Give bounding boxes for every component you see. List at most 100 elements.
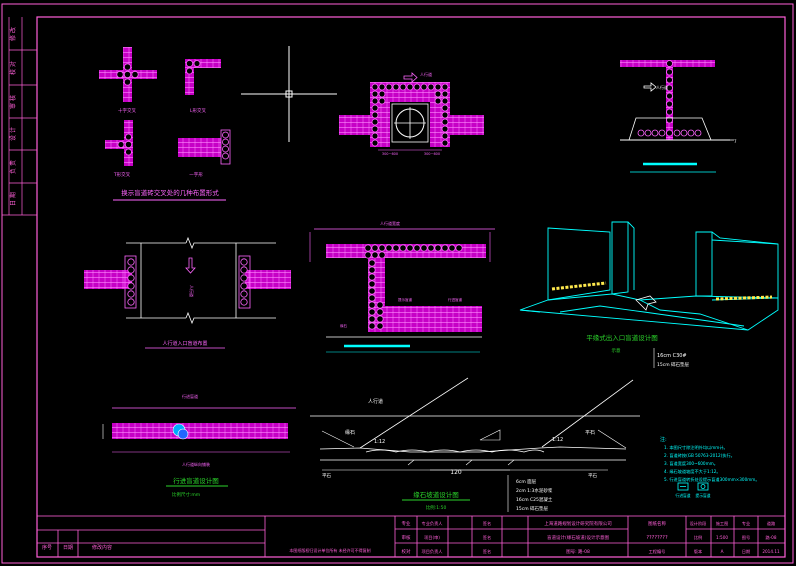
tb-r1-1: 专业负责人 — [422, 520, 444, 527]
detail-scale: 比例尺寸:mm — [172, 491, 200, 498]
perspective-arrow-icon — [635, 295, 657, 311]
t-label: T形交叉 — [113, 171, 131, 178]
ramp-sidewalk: 人行道 — [368, 398, 383, 405]
ramp-layer2: 2cm 1:3水泥砂浆 — [516, 487, 553, 494]
tb-note: 本图纸版权归设计单位所有 未经许可不得复制 — [289, 547, 370, 553]
notes-title: 注: — [660, 436, 667, 443]
tb-r3-7: 日期 — [742, 549, 750, 555]
tb-r1-8: 道路 — [767, 520, 776, 527]
tb-r1-7: 专业 — [742, 520, 750, 527]
tb-r2-4: ???????? — [646, 535, 668, 541]
tb-r2-5: 比例 — [694, 534, 702, 541]
tb-r2-2: 签名 — [483, 534, 491, 541]
elevation-label: 人行道 — [656, 84, 668, 90]
tree-pit-dim-left: 300~600 — [382, 152, 398, 156]
tb-r2-1: 项目(审) — [424, 534, 440, 541]
tb-r3-0: 校对 — [402, 548, 411, 555]
side-cell-6: 日 期 — [9, 192, 17, 206]
legend-b: 提示盲道 — [695, 493, 710, 498]
tb-r3-6: A — [721, 549, 724, 554]
tb-r3-5: 版本 — [694, 548, 703, 555]
tb-r3-8: 2014.11 — [762, 549, 780, 554]
big-t-bottom3: 缘石 — [340, 323, 348, 328]
outer-frame — [1, 3, 794, 564]
elevation-t: 人行道 7 — [620, 60, 737, 173]
perspective-l2: 15cm 碎石垫层 — [657, 361, 690, 368]
big-t-plan: 人行道宽度 提示盲道 行进盲道 缘石 — [309, 220, 495, 353]
tb-r3-1: 项目负责人 — [422, 548, 444, 555]
perspective-view — [519, 221, 779, 331]
side-strip — [2, 17, 37, 216]
ped-entry-caption: 人行道入口盲道布置 — [162, 340, 207, 347]
side-cell-2: 校 对 — [9, 61, 17, 75]
note-5: 5. 行进盲道转折处设提示盲道300mm×300mm。 — [664, 476, 760, 483]
ramp-curb-left: 缘石 — [345, 429, 355, 436]
ramp-layer1: 6cm 面层 — [516, 479, 537, 485]
perspective-l1: 16cm C30# — [657, 353, 687, 359]
big-t-bottom2: 行进盲道 — [448, 297, 462, 302]
straight-junction — [178, 129, 231, 165]
side-cell-1: 修 改 — [9, 27, 17, 41]
tb-r2-7: 图号 — [742, 535, 750, 541]
l-junction — [185, 59, 221, 95]
tree-pit-plan: 300~600 300~600 人行道 — [339, 71, 484, 156]
ramp-dim-120: 120 — [450, 469, 462, 476]
side-cell-4: 设 计 — [9, 127, 17, 141]
tb-r2-0: 审核 — [402, 534, 411, 541]
t-junction — [105, 120, 133, 166]
tb-r3-3: 图号: 路-08 — [566, 548, 590, 555]
tree-pit-dim-right: 300~600 — [424, 152, 440, 156]
detail-bottom-label: 人行道纵向铺装 — [182, 461, 210, 467]
ramp-section: 缘石 平石 1:12 1:12 120 人行道 平石 平石 6cm 面层 2cm… — [310, 377, 640, 512]
ramp-scale: 比例:1:50 — [426, 504, 447, 511]
detail-top-label: 行进盲道 — [182, 393, 198, 399]
big-t-label: 人行道宽度 — [380, 220, 400, 226]
tb-r3-2: 签名 — [483, 548, 491, 555]
ramp-curb-bottom-right: 平石 — [588, 473, 597, 479]
note-3: 3. 盲道宽度300~600mm。 — [664, 460, 718, 467]
side-cell-3: 审 核 — [9, 95, 17, 109]
tb-r2-6: 1:500 — [716, 535, 728, 540]
title-block — [36, 515, 786, 558]
tb-r1-6: 施工图 — [716, 520, 729, 527]
perspective-sub: 示意 — [612, 347, 621, 354]
ramp-slope-right-note: 平石 — [585, 430, 595, 436]
legend-a: 行进盲道 — [675, 493, 690, 498]
crosshair-cursor-icon — [241, 46, 337, 142]
l-label: L形交叉 — [190, 107, 207, 114]
tree-pit-top-label: 人行道 — [420, 71, 432, 77]
pedestrian-entry-plan: 人行道 — [84, 236, 291, 325]
tb-r1-5: 设计阶段 — [690, 520, 708, 527]
tb-r3-4: 工程编号 — [649, 548, 666, 555]
tb-r1-3: 上海道路规划设计研究院有限公司 — [544, 520, 612, 527]
layout-caption: 换示盲道砖交叉处的几种布置形式 — [121, 188, 219, 197]
detail-caption: 行进盲道设计图 — [173, 476, 219, 485]
tb-r1-2: 签名 — [483, 520, 491, 527]
ramp-caption: 缘石坡道设计图 — [413, 490, 459, 499]
svg-text:7: 7 — [734, 139, 737, 144]
ramp-layer3: 16cm C25混凝土 — [516, 496, 553, 503]
big-t-bottom1: 提示盲道 — [398, 297, 412, 302]
note-2: 2. 盲道砖按(GB 50763-2012)执行。 — [664, 452, 735, 459]
note-1: 1. 本图尺寸除注明外均以mm计。 — [664, 444, 728, 451]
tb-left-col2: 日期 — [63, 545, 73, 551]
svg-text:人行道: 人行道 — [189, 285, 195, 297]
perspective-caption: 平缘式出入口盲道设计图 — [586, 333, 658, 342]
ramp-slope-right: 1:12 — [552, 437, 563, 443]
tb-r2-8: 路-08 — [765, 534, 776, 541]
note-4: 4. 缘石坡道坡度不大于1:12。 — [664, 468, 721, 475]
straight-label: 一字形 — [189, 171, 203, 178]
legend-icons — [677, 482, 709, 491]
cross-label: 十字交叉 — [118, 107, 136, 114]
tb-r1-0: 专业 — [402, 520, 411, 527]
tb-r1-4: 图纸名称 — [648, 520, 666, 527]
cross-junction — [99, 47, 157, 102]
ramp-layer4: 15cm 碎石垫层 — [516, 505, 549, 512]
ramp-curb-bottom-left: 平石 — [322, 473, 331, 479]
tb-left-col3: 修改内容 — [92, 544, 112, 551]
perspective-yellow-strips — [551, 281, 773, 301]
tactile-detail-plan: 行进盲道 人行道纵向铺装 — [102, 393, 296, 467]
side-cell-5: 负 责 — [9, 160, 17, 174]
ramp-slope-left: 1:12 — [374, 439, 385, 445]
